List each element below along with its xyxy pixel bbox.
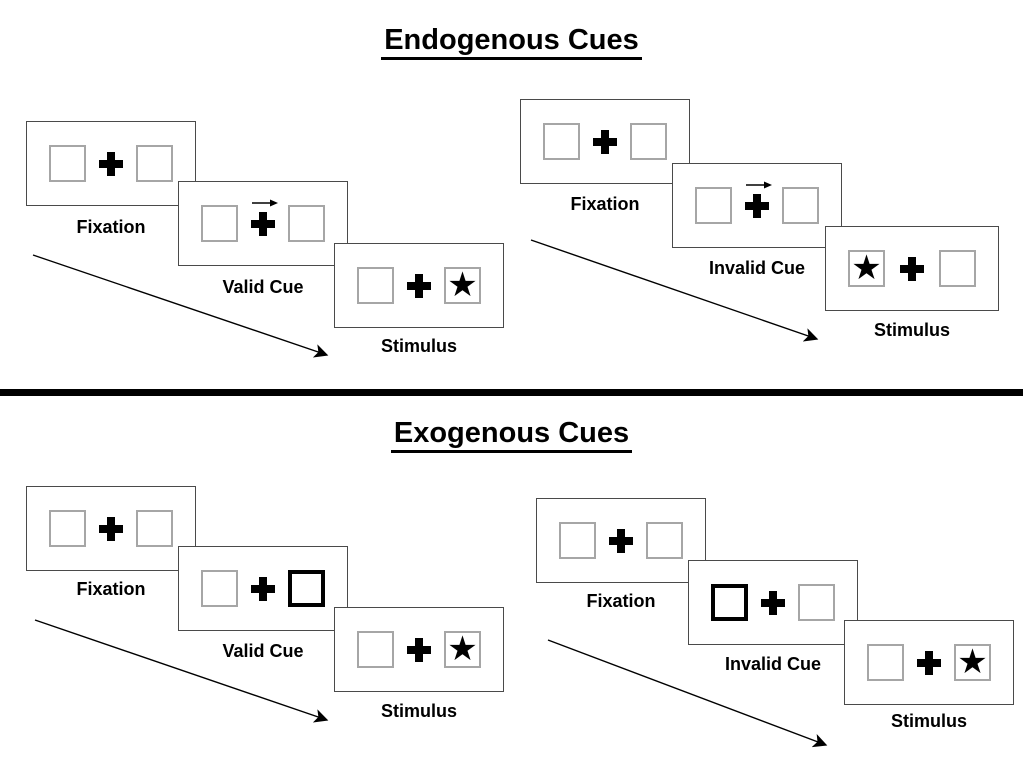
star-icon: ★ xyxy=(957,643,988,681)
target-box-left: ★ xyxy=(848,250,885,287)
step-label: Stimulus xyxy=(890,711,967,731)
placeholder-box-left xyxy=(559,522,596,559)
placeholder-box-right xyxy=(646,522,683,559)
placeholder-box-left xyxy=(201,205,238,242)
panel-invalid-cue xyxy=(688,560,858,645)
step-label: Fixation xyxy=(570,194,640,214)
placeholder-box-right xyxy=(798,584,835,621)
step-label: Stimulus xyxy=(380,701,457,721)
placeholder-box-right xyxy=(630,123,667,160)
target-box-right: ★ xyxy=(954,644,991,681)
fixation-cross-icon xyxy=(251,211,275,236)
panel-stimulus: ★ xyxy=(334,243,504,328)
placeholder-box-left xyxy=(543,123,580,160)
panel-stimulus: ★ xyxy=(825,226,999,311)
sequence-arrow xyxy=(34,619,329,723)
placeholder-box-left xyxy=(695,187,732,224)
step-label: Fixation xyxy=(76,217,146,237)
step-label: Stimulus xyxy=(380,336,457,356)
cue-arrow-icon xyxy=(746,181,772,188)
placeholder-box-right xyxy=(136,510,173,547)
cue-highlight-box-right xyxy=(288,570,325,607)
fixation-cross-icon xyxy=(99,516,123,541)
star-icon: ★ xyxy=(447,630,478,668)
panel-valid-cue xyxy=(178,546,348,631)
fixation-cross-icon xyxy=(609,528,633,553)
sequence-arrow xyxy=(530,239,819,342)
fixation-cross-icon xyxy=(900,256,924,281)
step-label: Invalid Cue xyxy=(724,654,822,674)
fixation-cross-icon xyxy=(407,637,431,662)
placeholder-box-right xyxy=(136,145,173,182)
panel-fixation xyxy=(26,486,196,571)
step-label: Fixation xyxy=(586,591,656,611)
section-title-endogenous: Endogenous Cues xyxy=(0,24,1023,60)
placeholder-box-right xyxy=(288,205,325,242)
panel-valid-cue xyxy=(178,181,348,266)
panel-fixation xyxy=(536,498,706,583)
placeholder-box-left xyxy=(49,510,86,547)
fixation-cross-icon xyxy=(917,650,941,675)
target-box-right: ★ xyxy=(444,631,481,668)
panel-fixation xyxy=(26,121,196,206)
placeholder-box-left xyxy=(867,644,904,681)
fixation-cross-icon xyxy=(251,576,275,601)
cue-highlight-box-left xyxy=(711,584,748,621)
target-box-right: ★ xyxy=(444,267,481,304)
panel-stimulus: ★ xyxy=(844,620,1014,705)
star-icon: ★ xyxy=(447,266,478,304)
fixation-cross-icon xyxy=(745,193,769,218)
panel-fixation xyxy=(520,99,690,184)
placeholder-box-right xyxy=(939,250,976,287)
placeholder-box-left xyxy=(49,145,86,182)
step-label: Fixation xyxy=(76,579,146,599)
panel-stimulus: ★ xyxy=(334,607,504,692)
panel-invalid-cue xyxy=(672,163,842,248)
step-label: Valid Cue xyxy=(222,641,304,661)
placeholder-box-right xyxy=(782,187,819,224)
fixation-cross-icon xyxy=(593,129,617,154)
star-icon: ★ xyxy=(851,249,882,287)
step-label: Stimulus xyxy=(873,320,950,340)
placeholder-box-left xyxy=(357,631,394,668)
fixation-cross-icon xyxy=(761,590,785,615)
fixation-cross-icon xyxy=(99,151,123,176)
step-label: Valid Cue xyxy=(222,277,304,297)
placeholder-box-left xyxy=(357,267,394,304)
section-title-exogenous: Exogenous Cues xyxy=(0,417,1023,453)
section-divider xyxy=(0,389,1023,396)
fixation-cross-icon xyxy=(407,273,431,298)
placeholder-box-left xyxy=(201,570,238,607)
sequence-arrow xyxy=(32,254,329,358)
step-label: Invalid Cue xyxy=(708,258,806,278)
cue-arrow-icon xyxy=(252,199,278,206)
